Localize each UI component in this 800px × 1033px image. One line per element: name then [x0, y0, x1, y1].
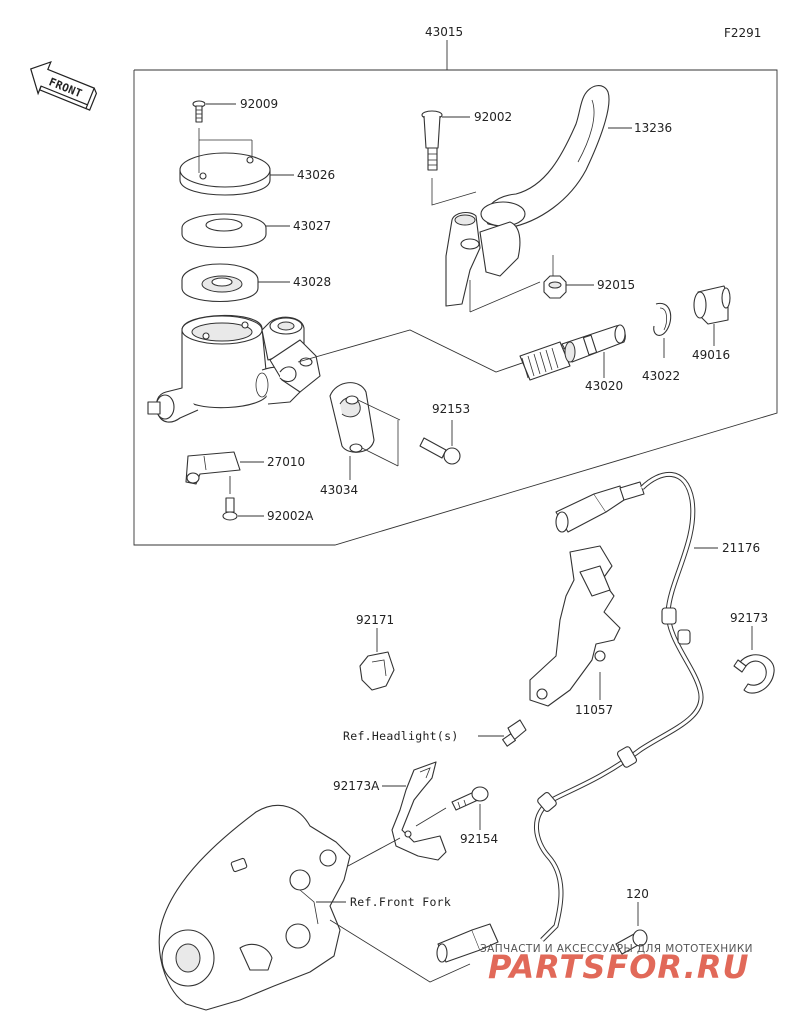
part-43034-clamp — [329, 382, 401, 480]
part-92002-pivot-bolt — [421, 110, 477, 206]
label-92171: 92171 — [356, 613, 394, 627]
label-92002: 92002 — [474, 110, 512, 124]
label-92153: 92153 — [432, 402, 470, 416]
label-27010: 27010 — [267, 455, 305, 469]
label-92009: 92009 — [240, 97, 278, 111]
label-92173: 92173 — [730, 611, 768, 625]
part-120-bolt — [615, 902, 648, 955]
part-49016-boot — [693, 285, 731, 346]
part-92173-clamp — [733, 626, 775, 694]
label-21176: 21176 — [722, 541, 760, 555]
label-43028: 43028 — [293, 275, 331, 289]
label-43022: 43022 — [642, 369, 680, 383]
label-43027: 43027 — [293, 219, 331, 233]
part-43027-plate — [181, 213, 290, 248]
part-abs-sensor-head — [436, 923, 499, 963]
label-92002A: 92002A — [267, 509, 314, 523]
part-92173A-bracket — [382, 761, 447, 861]
part-11057-bracket — [529, 545, 621, 707]
part-92002A-screw — [222, 497, 264, 521]
part-92153-bolt — [419, 420, 461, 465]
part-front-fork-ref — [158, 804, 471, 1011]
label-ref-headlight: Ref.Headlight(s) — [343, 729, 459, 743]
part-27010-brake-switch — [185, 451, 264, 494]
label-ref-front-fork: Ref.Front Fork — [350, 895, 451, 909]
label-49016: 49016 — [692, 348, 730, 362]
label-120: 120 — [626, 887, 649, 901]
part-43020-piston-kit — [519, 324, 626, 381]
part-92154-bolt — [415, 786, 489, 830]
figure-code: F2291 — [724, 26, 761, 40]
part-92171-clip — [359, 628, 395, 691]
part-13236-brake-lever — [445, 85, 632, 313]
part-43028-diaphragm — [181, 263, 290, 302]
label-92173A: 92173A — [333, 779, 380, 793]
part-43026-reservoir-cap — [179, 128, 294, 196]
assembly-43015-frame — [133, 40, 778, 546]
label-43020: 43020 — [585, 379, 623, 393]
label-43034: 43034 — [320, 483, 358, 497]
part-92009-screw — [192, 100, 236, 123]
part-92015-nut — [543, 255, 594, 299]
label-11057: 11057 — [575, 703, 613, 717]
watermark-logo: PARTSFOR.RU — [488, 948, 749, 986]
part-21176-abs-sensor-lead — [534, 472, 718, 942]
label-13236: 13236 — [634, 121, 672, 135]
label-92015: 92015 — [597, 278, 635, 292]
label-43015: 43015 — [425, 25, 463, 39]
part-headlight-ref-bolt — [478, 719, 527, 747]
part-43022-circlip — [653, 302, 672, 358]
watermark-tagline: ЗАПЧАСТИ И АКСЕССУАРЫ ДЛЯ МОТОТЕХНИКИ — [480, 943, 753, 955]
part-master-cylinder-body — [147, 314, 321, 423]
front-arrow-icon: FRONT — [30, 60, 98, 111]
label-43026: 43026 — [297, 168, 335, 182]
label-92154: 92154 — [460, 832, 498, 846]
